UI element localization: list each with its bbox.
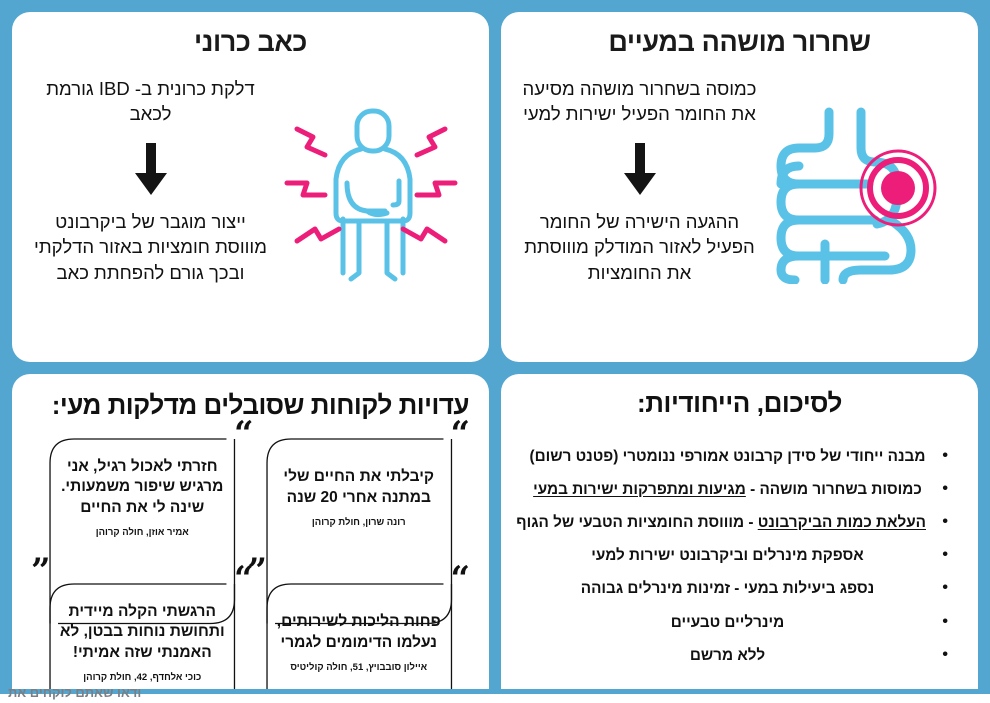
person-abdominal-pain-icon (271, 62, 471, 352)
bullet-text: - מוווסת החומציות הטבעי של הגוף (516, 514, 758, 532)
list-item: כמוסות בשחרור מושהה - מגיעות ומתפרקות יש… (521, 479, 952, 499)
arrow-down-icon (134, 142, 168, 195)
list-item: נספג ביעילות במעי - זמינות מינרלים גבוהה (521, 578, 952, 598)
panel-chronic-pain-text: דלקת כרונית ב- IBD גורמת לכאב ייצור מוגב… (30, 62, 271, 286)
testimonial-author: כוכי אלחדף, 42, חולת קרוהן (83, 671, 202, 683)
list-item: אספקת מינרלים וביקרבונט ישירות למעי (521, 545, 952, 565)
bullet-text: אספקת מינרלים וביקרבונט ישירות למעי (591, 547, 864, 565)
list-item: העלאת כמות הביקרבונט - מוווסת החומציות ה… (516, 512, 952, 532)
testimonial-text: הרגשתי הקלה מיידית ותחושת נוחות בבטן, לא… (59, 603, 225, 661)
arrow-down-icon (623, 142, 657, 195)
quote-open-icon: “ (450, 559, 470, 599)
bullet-text: נספג ביעילות במעי - זמינות מינרלים גבוהה (580, 580, 875, 598)
bullet-text: ללא מרשם (689, 646, 766, 664)
panel-summary-title: לסיכום, הייחודיות: (637, 388, 842, 418)
testimonial-card: “ ” חזרתי לאכול רגיל, אני מרגיש שיפור מש… (31, 417, 254, 562)
panel-testimonials: עדויות לקוחות שסובלים מדלקות מעי: “ ” קי… (12, 374, 489, 703)
panel-summary: לסיכום, הייחודיות: מבנה ייחודי של סידן ק… (501, 374, 978, 703)
panel-gut-release-title: שחרור מושהה במעיים (608, 27, 871, 57)
inflammation-marker (859, 149, 937, 227)
quote-close-icon: ” (31, 551, 51, 591)
list-item: מינרליים טבעיים (521, 612, 952, 632)
testimonial-author: רונה שרון, חולת קרוהן (311, 516, 406, 528)
bullet-text: מינרליים טבעיים (670, 613, 785, 631)
panel-gut-release: שחרור מושהה במעיים (501, 12, 978, 362)
quote-open-icon: “ (233, 559, 254, 599)
testimonial-card: “ ” פחות הליכות לשירותים, נעלמו הדימומים… (248, 562, 470, 703)
quote-open-icon: “ (450, 414, 470, 454)
summary-bullet-list: מבנה ייחודי של סידן קרבונט אמורפי ננומטר… (516, 446, 958, 679)
testimonial-card: “ ” קיבלתי את החיים שלי במתנה אחרי 20 שנ… (248, 417, 470, 562)
next-slide-cropped-text: ודאו שאתם לוקחים את (8, 689, 142, 700)
next-slide-sliver: ודאו שאתם לוקחים את (0, 689, 990, 703)
panel-chronic-pain: כאב כרוני (12, 12, 489, 362)
testimonial-author: איילון סובבויץ, 51, חולה קוליטיס (290, 661, 428, 673)
panel-gut-release-body: כמוסה בשחרור מושהה מסיעה את החומר הפעיל … (519, 62, 960, 352)
testimonial-card: “ ” הרגשתי הקלה מיידית ותחושת נוחות בבטן… (31, 562, 254, 703)
bullet-underlined: מגיעות ומתפרקות ישירות במעי (533, 481, 746, 499)
list-item: מבנה ייחודי של סידן קרבונט אמורפי ננומטר… (521, 446, 952, 466)
panel-gut-release-text: כמוסה בשחרור מושהה מסיעה את החומר הפעיל … (519, 62, 760, 286)
bullet-text: מבנה ייחודי של סידן קרבונט אמורפי ננומטר… (529, 448, 926, 465)
testimonial-text: קיבלתי את החיים שלי במתנה אחרי 20 שנה (283, 468, 435, 506)
list-item: ללא מרשם (521, 645, 952, 665)
testimonial-grid: “ ” קיבלתי את החיים שלי במתנה אחרי 20 שנ… (28, 417, 473, 703)
intestine-inflammation-icon (760, 62, 960, 352)
panel-chronic-pain-step1: דלקת כרונית ב- IBD גורמת לכאב (46, 77, 255, 125)
testimonial-text: פחות הליכות לשירותים, נעלמו הדימומים לגמ… (276, 613, 441, 651)
panel-chronic-pain-body: דלקת כרונית ב- IBD גורמת לכאב ייצור מוגב… (30, 62, 471, 352)
testimonial-text: חזרתי לאכול רגיל, אני מרגיש שיפור משמעות… (61, 458, 224, 516)
panel-chronic-pain-title: כאב כרוני (194, 27, 307, 57)
bullet-underlined: העלאת כמות הביקרבונט (757, 514, 926, 532)
quote-open-icon: “ (233, 414, 254, 454)
panel-gut-release-step1: כמוסה בשחרור מושהה מסיעה את החומר הפעיל … (522, 77, 757, 125)
bullet-text: כמוסות בשחרור מושהה - (745, 481, 922, 499)
panel-chronic-pain-step2: ייצור מוגבר של ביקרבונט מוווסת חומציות ב… (34, 210, 267, 283)
panel-gut-release-step2: ההגעה הישירה של החומר הפעיל לאזור המודלק… (524, 210, 755, 283)
testimonial-author: אמיר אוזן, חולה קרוהן (95, 526, 189, 538)
panel-testimonials-title: עדויות לקוחות שסובלים מדלקות מעי: (51, 390, 470, 420)
quote-close-icon: ” (247, 551, 268, 591)
